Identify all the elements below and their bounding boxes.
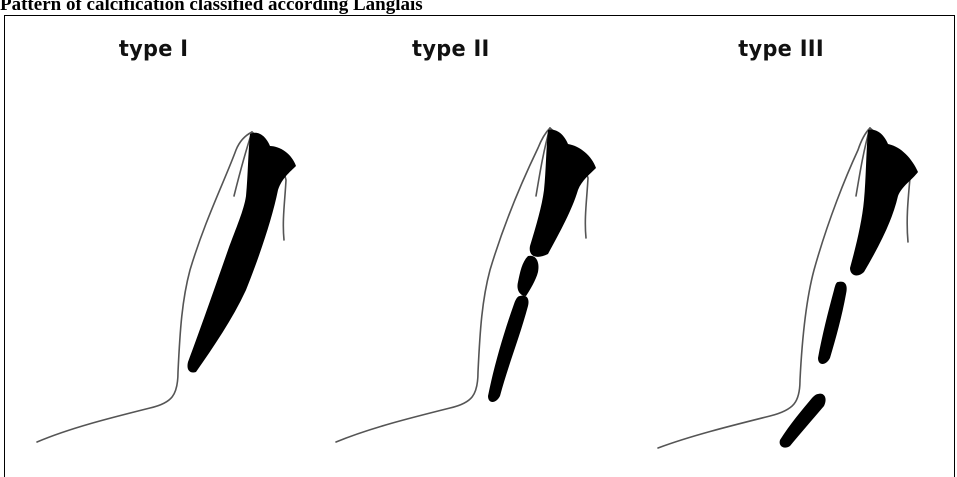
panel-type-1-illustration [25, 15, 325, 475]
panel-type-2-illustration [325, 15, 625, 475]
figure-caption: Pattern of calcification classified acco… [0, 0, 957, 15]
calcified-segment-3 [780, 394, 826, 448]
panel-type-3-illustration [650, 15, 950, 475]
calcified-segment-2 [818, 282, 847, 364]
calcified-joint [517, 256, 538, 296]
calcified-segment-lower [488, 295, 529, 402]
